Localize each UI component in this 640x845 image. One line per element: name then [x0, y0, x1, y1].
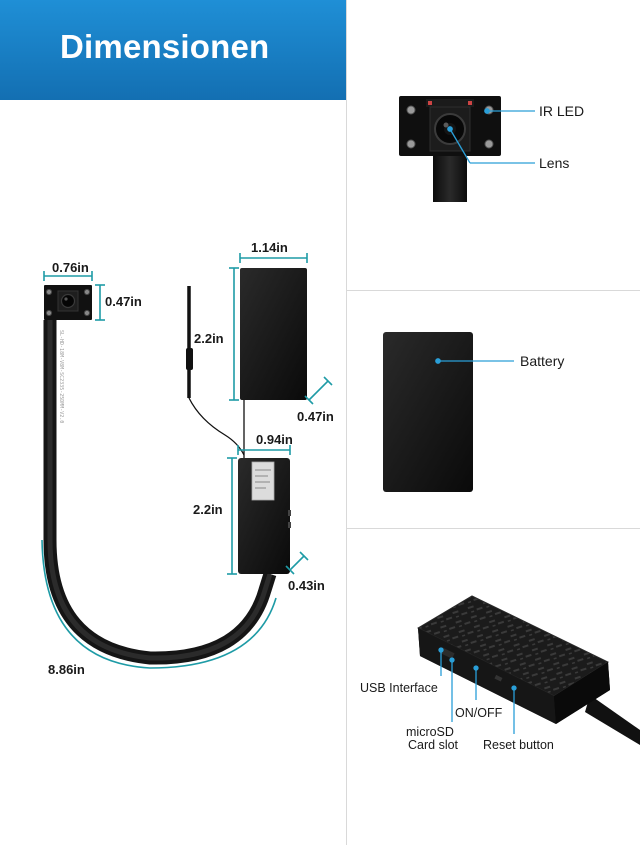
vertical-divider — [346, 0, 347, 845]
panel-divider-top — [347, 290, 640, 291]
battery-pack — [240, 268, 307, 400]
battery-closeup — [383, 332, 473, 492]
module-depth-label: 0.43in — [288, 578, 325, 593]
cable-length-line — [41, 539, 277, 669]
camera-dimension-lines — [43, 271, 105, 321]
module-width-label: 0.94in — [256, 432, 293, 447]
camera-width-label: 0.76in — [52, 260, 89, 275]
camera-board — [44, 285, 92, 320]
battery-height-label: 2.2in — [194, 331, 224, 346]
microsd-label-line2: Card slot — [408, 738, 459, 752]
module-3d — [416, 595, 640, 745]
battery-depth-label: 0.47in — [297, 409, 334, 424]
ribbon-cable — [43, 320, 277, 665]
panel-divider-bottom — [347, 528, 640, 529]
camera-closeup — [399, 96, 501, 202]
lens-label: Lens — [539, 155, 569, 171]
ir-led-label: IR LED — [539, 103, 584, 119]
camera-callout-lines — [447, 108, 535, 164]
battery-dimension-lines — [229, 253, 333, 405]
usb-interface-label: USB Interface — [360, 681, 438, 695]
module-callout-lines — [438, 647, 517, 734]
ribbon-print: SL-HD-18M-V8M-SC2335-25DMM-V2.0 — [58, 330, 64, 423]
on-off-label: ON/OFF — [455, 706, 503, 720]
control-module — [238, 458, 291, 574]
cable-length-label: 8.86in — [48, 662, 85, 677]
header-banner: Dimensionen — [0, 0, 346, 100]
battery-width-label: 1.14in — [251, 240, 288, 255]
microsd-label-line1: microSD — [406, 725, 454, 739]
module-dimension-lines — [227, 445, 309, 575]
battery-callout-line — [435, 358, 514, 364]
reset-button-label: Reset button — [483, 738, 554, 752]
battery-label: Battery — [520, 353, 564, 369]
antenna — [186, 286, 245, 456]
camera-height-label: 0.47in — [105, 294, 142, 309]
module-height-label: 2.2in — [193, 502, 223, 517]
page-title: Dimensionen — [60, 28, 270, 65]
